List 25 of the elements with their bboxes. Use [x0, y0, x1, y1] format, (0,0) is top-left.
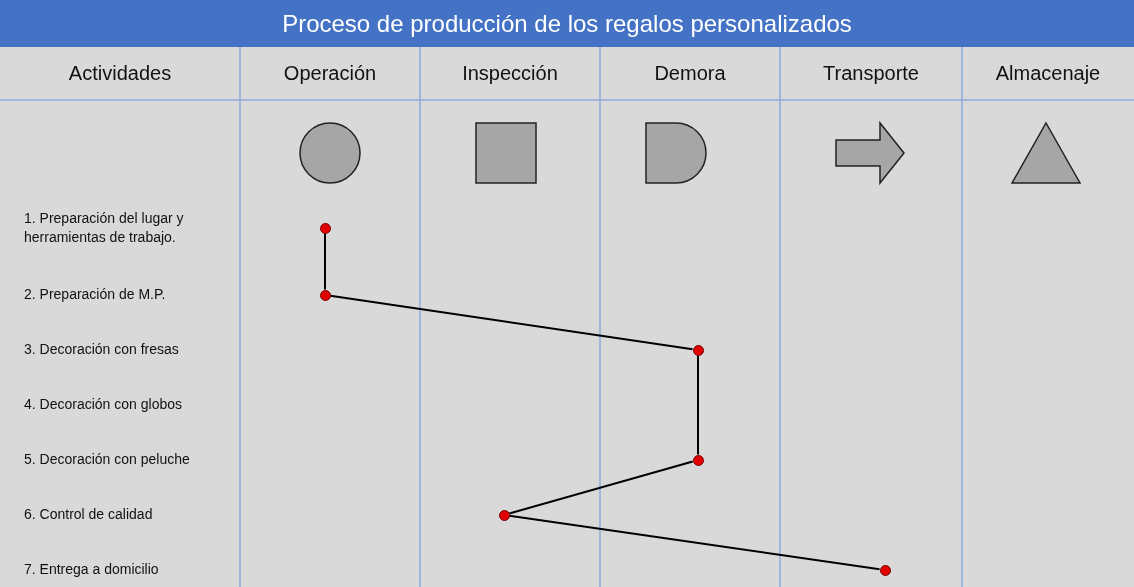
- circle-marker: [498, 509, 510, 521]
- connector-line: [508, 460, 694, 515]
- column-header: Actividades: [67, 61, 173, 86]
- activity-label: 1. Preparación del lugar y herramientas de trabajo.: [24, 209, 185, 247]
- activity-label: 2. Preparación de M.P.: [24, 285, 167, 304]
- activity-label: 3. Decoración con fresas: [24, 340, 180, 359]
- title-bar: Proceso de producción de los regalos personalizados: [0, 0, 1134, 47]
- connector-line: [508, 514, 881, 571]
- circle-marker: [319, 289, 331, 301]
- column-header: Demora: [653, 61, 727, 86]
- column-header: Transporte: [822, 61, 920, 86]
- connector-line: [324, 232, 326, 291]
- column-header: Inspección: [461, 61, 559, 86]
- circle-marker: [879, 564, 891, 576]
- connector-line: [697, 354, 699, 456]
- circle-marker: [692, 344, 704, 356]
- activity-label: 5. Decoración con peluche: [24, 450, 191, 469]
- activity-label: 4. Decoración con globos: [24, 395, 183, 414]
- activity-label: 6. Control de calidad: [24, 505, 154, 524]
- connector-line: [329, 294, 694, 351]
- circle-marker: [319, 222, 331, 234]
- activity-label: 7. Entrega a domicilio: [24, 560, 160, 579]
- circle-marker: [692, 454, 704, 466]
- column-header: Operación: [282, 61, 378, 86]
- column-header: Almacenaje: [994, 61, 1102, 86]
